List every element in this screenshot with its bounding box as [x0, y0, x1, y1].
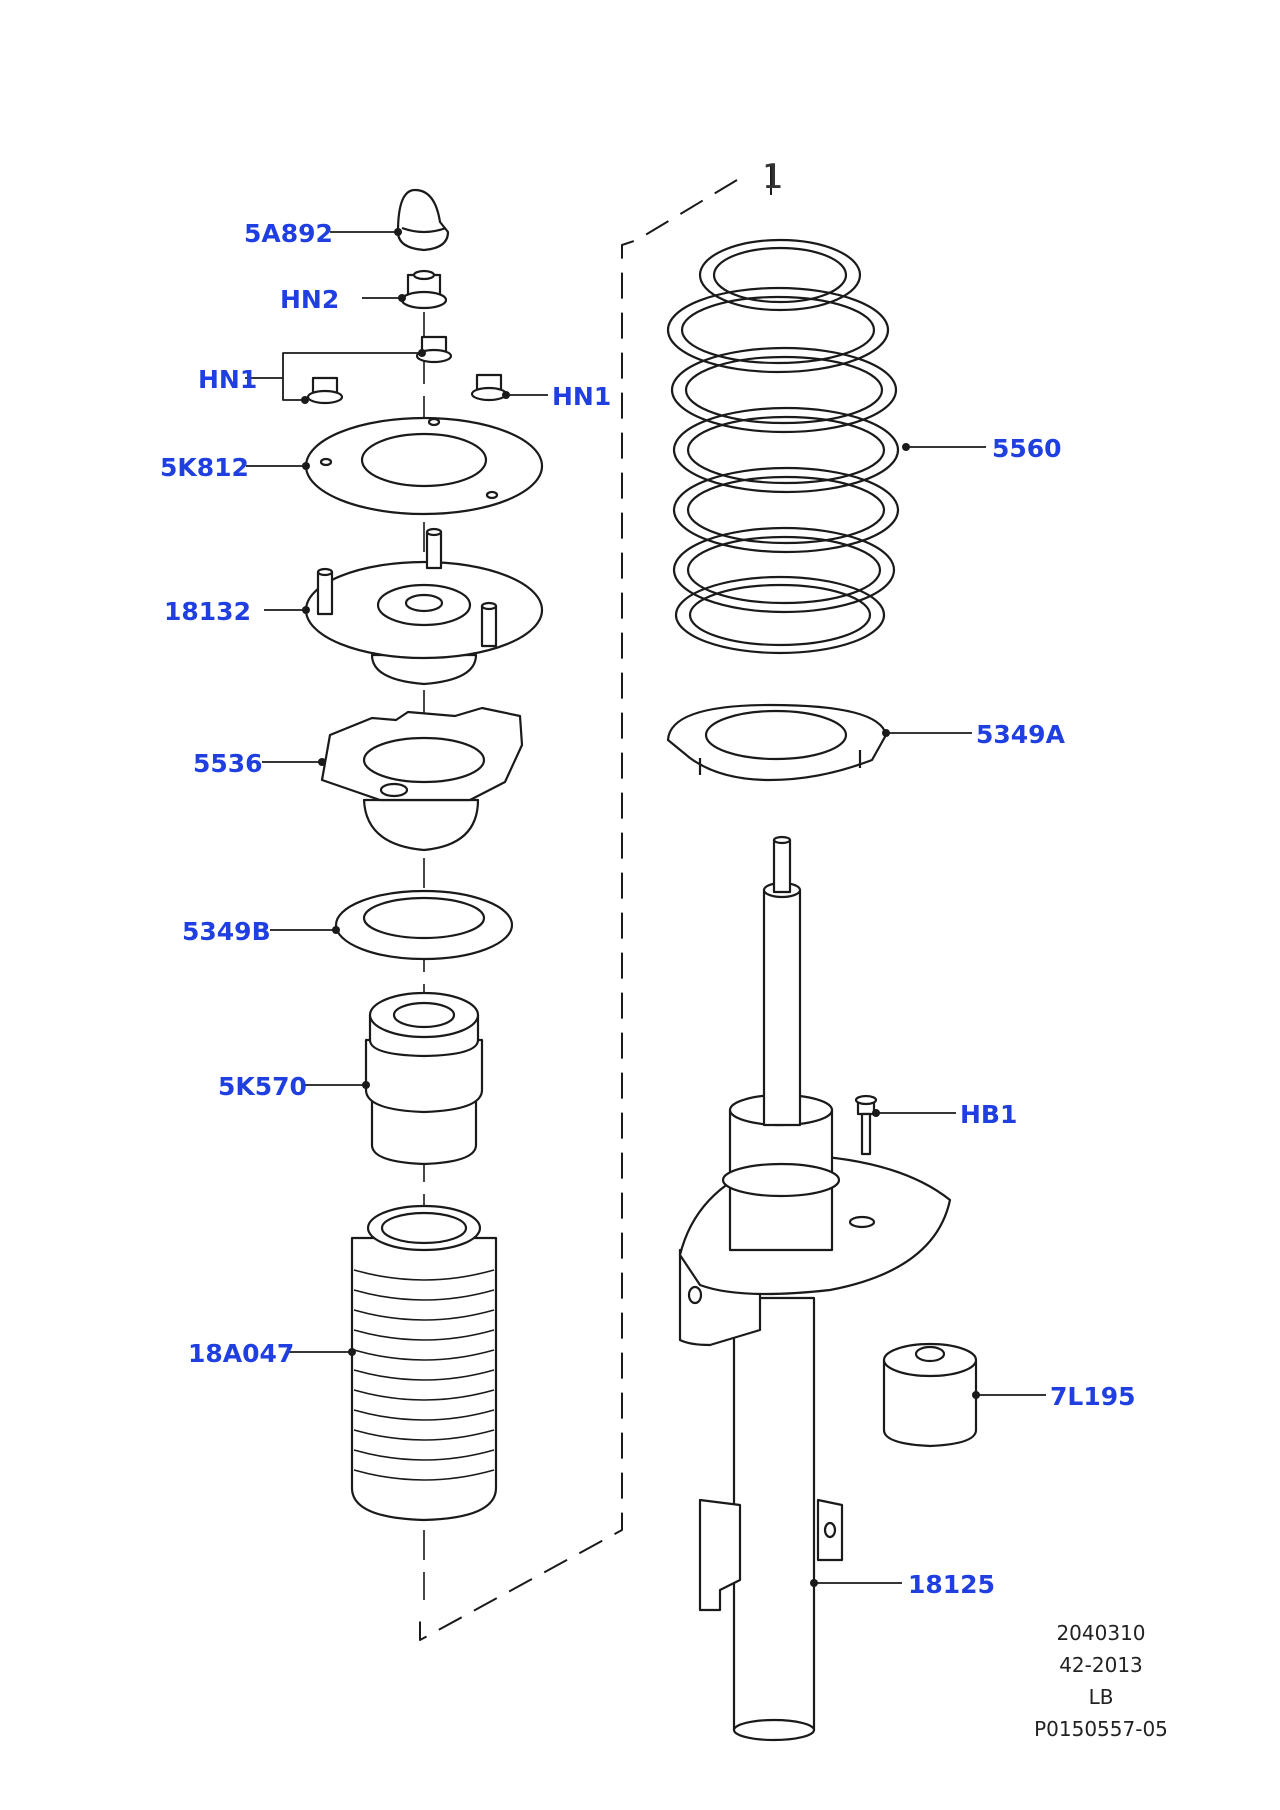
callout-hn2[interactable]: HN2 — [280, 285, 340, 314]
assembly-boundary-dashed — [419, 179, 738, 1641]
hn1-nut-right — [470, 373, 508, 402]
hn2-nut-part — [400, 269, 448, 310]
callout-18132[interactable]: 18132 — [164, 597, 251, 626]
callout-5536[interactable]: 5536 — [193, 749, 263, 778]
strut-18125 — [678, 835, 952, 1742]
hn1-nut-left — [306, 376, 344, 405]
group-marker-label: 1 — [762, 157, 784, 197]
footer-line-1: 2040310 — [1056, 1621, 1146, 1645]
callout-18a047[interactable]: 18A047 — [188, 1339, 295, 1368]
footer-line-2: 42-2013 — [1059, 1653, 1143, 1677]
callout-5349b[interactable]: 5349B — [182, 917, 271, 946]
callout-5k812[interactable]: 5K812 — [160, 453, 249, 482]
callout-18125[interactable]: 18125 — [908, 1570, 995, 1599]
coil-spring-5560 — [666, 238, 900, 655]
leader-lines — [245, 231, 1046, 1584]
callout-5349a[interactable]: 5349A — [976, 720, 1065, 749]
callout-5a892[interactable]: 5A892 — [244, 219, 333, 248]
top-mount-18132 — [304, 527, 544, 686]
footer-line-3: LB — [1088, 1685, 1114, 1709]
callout-hn1-left[interactable]: HN1 — [198, 365, 258, 394]
callout-5560[interactable]: 5560 — [992, 434, 1062, 463]
dust-cap-part — [396, 188, 450, 252]
bump-stop-5k570 — [364, 991, 484, 1166]
spring-seat-5349a — [666, 703, 888, 782]
callout-5k570[interactable]: 5K570 — [218, 1072, 307, 1101]
callout-hn1-right[interactable]: HN1 — [552, 382, 612, 411]
footer-line-4: P0150557-05 — [1034, 1717, 1168, 1741]
dust-boot-18a047 — [350, 1204, 498, 1522]
plate-5k812 — [304, 416, 544, 516]
callout-hb1[interactable]: HB1 — [960, 1100, 1018, 1129]
leader-dots — [301, 228, 980, 1587]
hb1-bolt-part — [854, 1094, 878, 1156]
bushing-7l195 — [882, 1342, 978, 1448]
bracket-5536 — [320, 706, 524, 852]
insulator-5349b — [334, 889, 514, 961]
callout-7l195[interactable]: 7L195 — [1050, 1382, 1136, 1411]
